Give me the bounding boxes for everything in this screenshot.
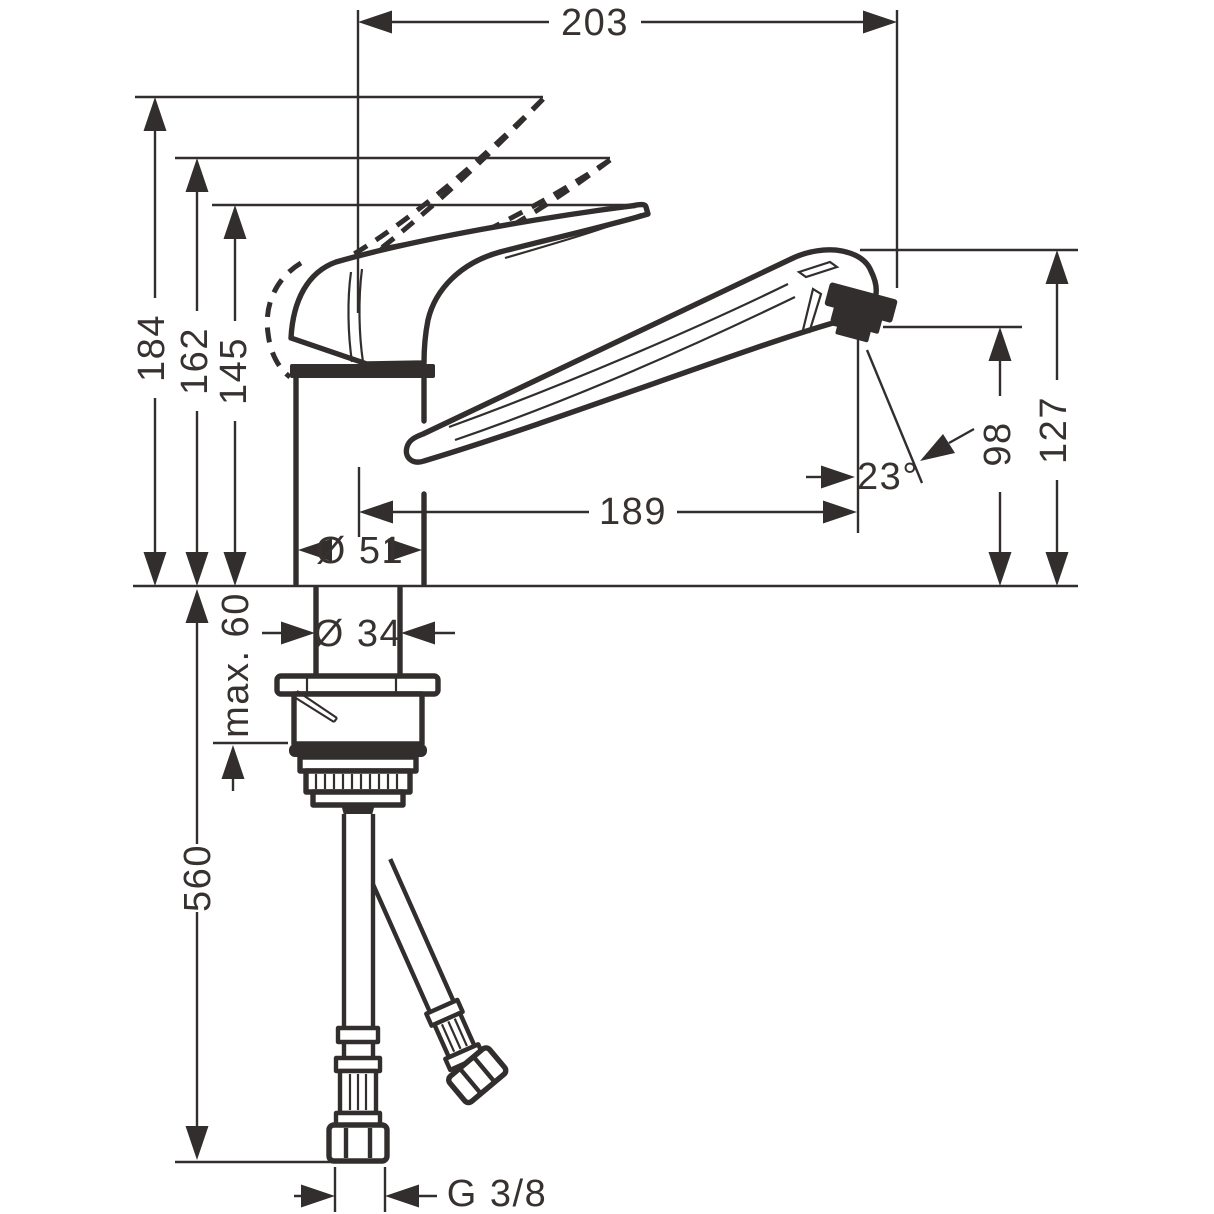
dim-label-23deg: 23° [857,456,919,498]
lever-handle [288,201,651,367]
dim-label-g38: G 3/8 [447,1173,547,1214]
washer [289,744,427,757]
dim-label-max60: max. 60 [215,592,257,738]
hose-nut-diagonal [446,1045,509,1106]
dim-label-162: 162 [174,327,216,395]
shank [313,585,403,679]
dim-label-127: 127 [1033,396,1075,464]
body-cap [290,364,435,378]
supply-hose-vertical [326,814,390,1164]
clamping-screw [290,690,338,723]
dim-label-189: 189 [599,491,667,533]
dim-560: 560 [177,589,219,1160]
dim-23deg: 23° [806,427,975,498]
faucet-body [290,364,435,587]
aerator [824,282,898,343]
supply-hose-diagonal [364,857,509,1106]
spray-angle-line [865,349,924,484]
dim-label-145: 145 [213,337,255,405]
dim-dia51: Ø 51 [298,530,422,572]
dim-label-dia34: Ø 34 [314,613,402,655]
dim-label-98: 98 [977,421,1019,466]
dim-label-203: 203 [561,2,629,44]
spout [403,247,879,465]
ext-lines-g38 [333,1167,387,1212]
dim-max60: max. 60 [215,592,257,791]
dim-145: 145 [213,205,255,586]
dim-184: 184 [131,97,173,586]
dim-203: 203 [358,2,897,44]
dim-189: 189 [359,491,857,533]
extension-lines [133,10,1078,1212]
dim-98: 98 [977,327,1019,586]
dim-162: 162 [174,158,216,586]
dim-dia34: Ø 34 [262,613,455,655]
dim-label-184: 184 [131,314,173,382]
center-line [356,10,361,537]
mounting-assembly [274,585,441,819]
dim-label-dia51: Ø 51 [316,530,404,572]
dim-127: 127 [1033,250,1075,586]
dim-label-560: 560 [177,844,219,912]
dim-g38: G 3/8 [294,1173,547,1214]
mounting-nut-knurled [303,768,413,795]
hose-nut-vertical [326,1122,390,1164]
nut-band-bottom [310,789,406,808]
